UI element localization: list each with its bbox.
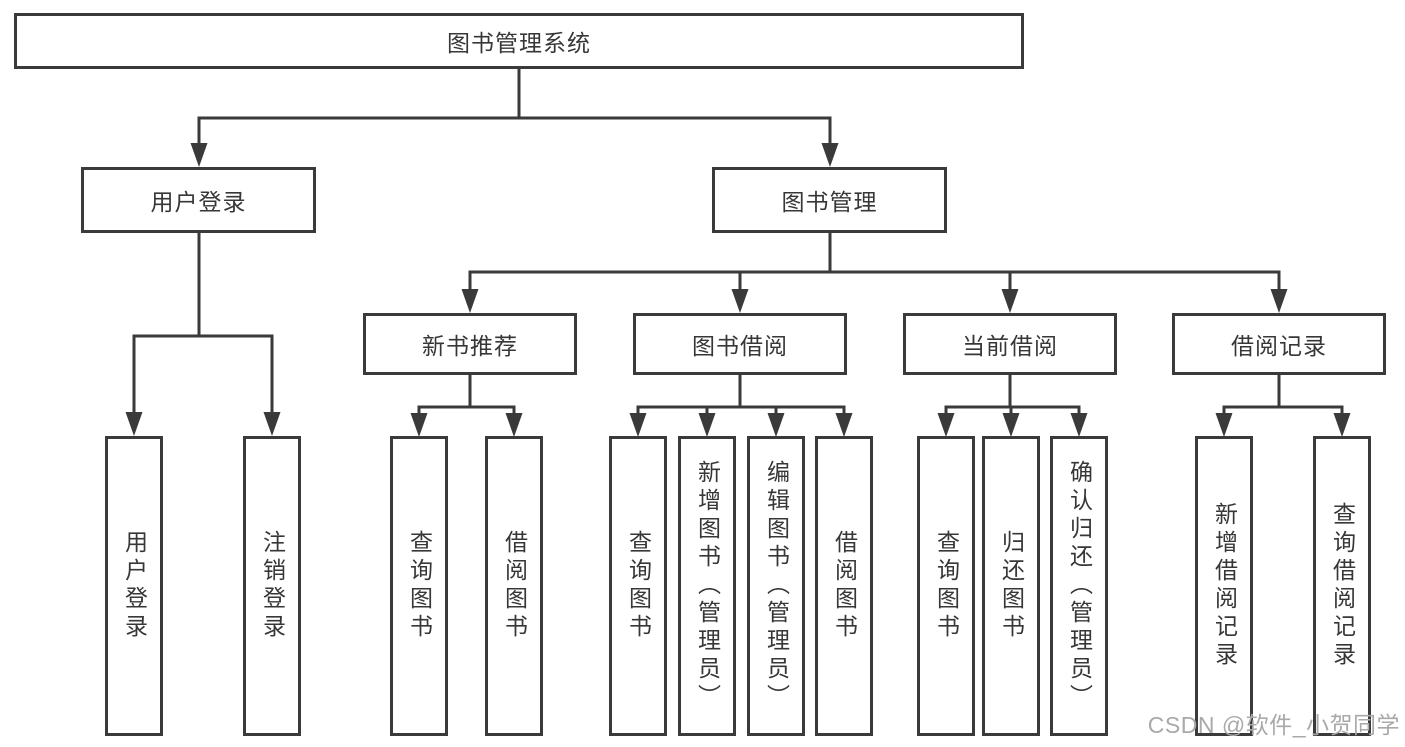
node-leaf-search-books-recommend: 查询图书 (390, 436, 448, 736)
node-leaf-search-borrow-record: 查询借阅记录 (1313, 436, 1371, 736)
node-label: 注销登录 (259, 530, 286, 642)
node-leaf-add-borrow-record: 新增借阅记录 (1195, 436, 1253, 736)
node-label: 确认归还（管理员） (1066, 460, 1093, 712)
node-current-borrowing: 当前借阅 (903, 313, 1117, 375)
node-book-borrowing: 图书借阅 (633, 313, 847, 375)
node-leaf-borrow-books-recommend: 借阅图书 (485, 436, 543, 736)
node-label: 用户登录 (150, 189, 247, 215)
node-label: 新书推荐 (422, 333, 518, 359)
node-leaf-borrow-books-borrowing: 借阅图书 (815, 436, 873, 736)
node-borrowing-records: 借阅记录 (1172, 313, 1386, 375)
node-leaf-search-books-borrowing: 查询图书 (609, 436, 667, 736)
node-leaf-user-login: 用户登录 (105, 436, 163, 736)
node-label: 查询借阅记录 (1329, 502, 1356, 670)
node-book-management: 图书管理 (712, 167, 947, 233)
node-leaf-edit-book-admin: 编辑图书（管理员） (747, 436, 805, 736)
node-label: 借阅图书 (501, 530, 528, 642)
node-new-book-recommend: 新书推荐 (363, 313, 577, 375)
node-label: 查询图书 (933, 530, 960, 642)
watermark: CSDN @软件_小贺同学 (1147, 712, 1400, 738)
node-label: 图书借阅 (692, 333, 788, 359)
node-leaf-logout: 注销登录 (243, 436, 301, 736)
node-label: 借阅图书 (831, 530, 858, 642)
node-label: 图书管理 (781, 189, 878, 215)
node-label: 归还图书 (998, 530, 1025, 642)
node-label: 查询图书 (625, 530, 652, 642)
node-leaf-confirm-return-admin: 确认归还（管理员） (1050, 436, 1108, 736)
node-label: 新增借阅记录 (1211, 502, 1238, 670)
node-leaf-add-book-admin: 新增图书（管理员） (678, 436, 736, 736)
node-label: 用户登录 (121, 530, 148, 642)
node-user-login: 用户登录 (81, 167, 316, 233)
node-root: 图书管理系统 (14, 13, 1024, 69)
node-label: 编辑图书（管理员） (763, 460, 790, 712)
node-label: 借阅记录 (1231, 333, 1327, 359)
node-label: 新增图书（管理员） (694, 460, 721, 712)
node-label: 图书管理系统 (447, 30, 591, 56)
node-label: 当前借阅 (962, 333, 1058, 359)
node-leaf-return-books: 归还图书 (982, 436, 1040, 736)
node-leaf-search-books-current: 查询图书 (917, 436, 975, 736)
node-label: 查询图书 (406, 530, 433, 642)
